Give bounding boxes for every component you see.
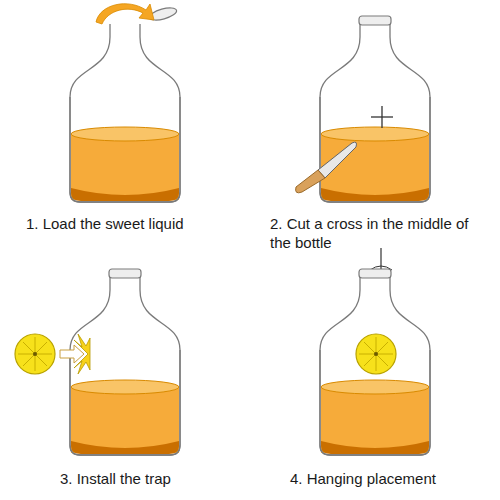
bottle-3 — [70, 269, 180, 455]
step-caption: 1. Load the sweet liquid — [26, 214, 256, 233]
trap-disc — [15, 334, 55, 374]
step-caption: 2. Cut a cross in the middle of the bott… — [270, 214, 492, 252]
curved-arrow — [96, 4, 154, 24]
cross-mark — [371, 106, 393, 128]
hollow-arrow — [60, 345, 84, 363]
trap-disc — [356, 334, 396, 374]
bottle-1 — [70, 24, 180, 202]
step-caption: 3. Install the trap — [60, 469, 260, 488]
knife — [296, 142, 357, 193]
trap-funnel — [74, 334, 90, 374]
bottle-2 — [320, 16, 430, 202]
bottle-4 — [320, 269, 430, 455]
step-caption: 4. Hanging placement — [290, 469, 490, 488]
